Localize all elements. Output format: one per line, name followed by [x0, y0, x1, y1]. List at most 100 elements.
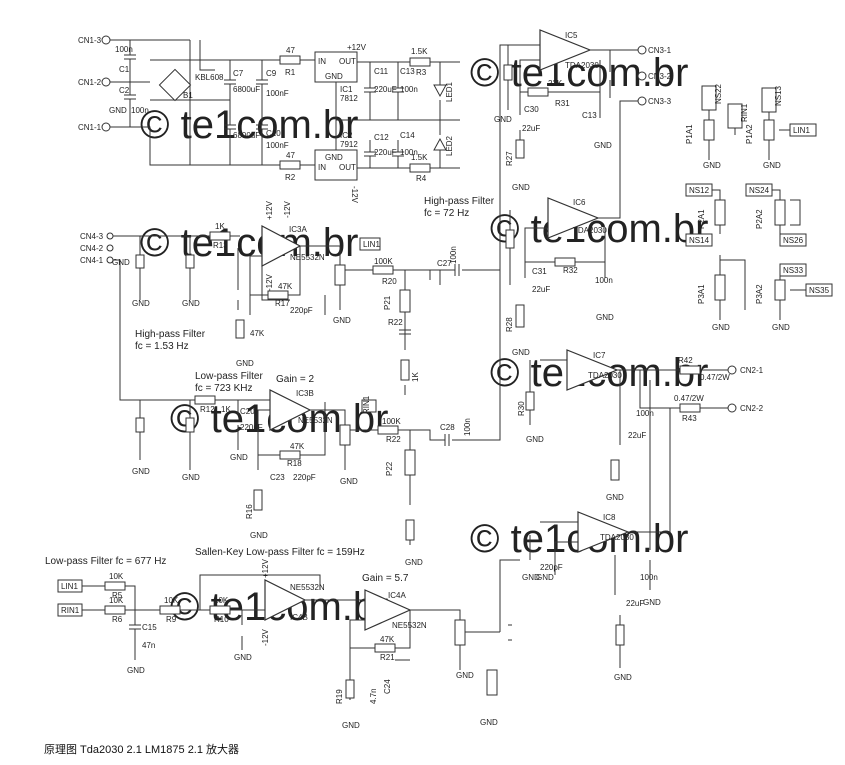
svg-text:GND: GND [250, 531, 268, 540]
svg-text:GND: GND [325, 153, 343, 162]
svg-text:6800uF: 6800uF [233, 85, 260, 94]
svg-text:-12V: -12V [261, 628, 270, 646]
svg-text:1.5K: 1.5K [411, 47, 428, 56]
svg-text:R27: R27 [505, 151, 514, 166]
resistor-r17 [267, 290, 289, 300]
output-connector[interactable] [637, 96, 647, 106]
svg-text:R9: R9 [166, 615, 177, 624]
svg-text:R32: R32 [563, 266, 578, 275]
resistor-r31 [527, 87, 549, 97]
svg-text:+12V: +12V [261, 558, 270, 578]
connector-label: CN1-3 [78, 36, 102, 45]
svg-text:C28: C28 [440, 423, 455, 432]
svg-text:C12: C12 [374, 133, 389, 142]
svg-text:100nF: 100nF [266, 141, 289, 150]
svg-text:-12V: -12V [283, 200, 292, 218]
resistor-r5 [104, 581, 126, 591]
svg-text:1K: 1K [215, 222, 225, 231]
svg-text:R42: R42 [678, 356, 693, 365]
svg-text:47: 47 [286, 46, 295, 55]
svg-text:C2: C2 [119, 86, 130, 95]
svg-text:TDA2030: TDA2030 [573, 226, 607, 235]
svg-text:GND: GND [230, 453, 248, 462]
note-gain-57: Gain = 5.7 [362, 573, 409, 584]
netlabel-lin1 [359, 237, 381, 251]
resistor-r30 [525, 391, 535, 411]
connector-label: CN1-2 [78, 78, 102, 87]
svg-text:P3A1: P3A1 [697, 284, 706, 304]
svg-text:100n: 100n [131, 106, 149, 115]
svg-text:OUT: OUT [339, 163, 356, 172]
potentiometer [339, 424, 351, 446]
resistor-r28 [515, 304, 525, 328]
resistor-r18 [279, 450, 301, 460]
potentiometer-p3a2 [774, 279, 786, 301]
svg-text:C1: C1 [119, 65, 130, 74]
netlabel-rin1 [361, 399, 377, 413]
resistor-r1 [279, 55, 301, 65]
resistor [135, 417, 145, 433]
svg-text:-12V: -12V [265, 273, 274, 291]
opamp-ic3a [261, 225, 302, 267]
svg-text:-12V: -12V [350, 186, 359, 204]
svg-text:GND: GND [712, 323, 730, 332]
note-lowpass: Low-pass Filter [195, 371, 263, 382]
svg-text:R13: R13 [213, 241, 228, 250]
svg-text:R1: R1 [285, 68, 296, 77]
svg-text:CN2-2: CN2-2 [740, 404, 764, 413]
resistor [615, 624, 625, 646]
svg-text:100K: 100K [374, 257, 393, 266]
potentiometer-p3a1 [714, 274, 726, 301]
connector-pin [101, 122, 111, 132]
svg-text:GND: GND [132, 467, 150, 476]
potentiometer-p32 [454, 619, 466, 646]
resistor-r32 [554, 257, 576, 267]
output-connector[interactable] [637, 71, 647, 81]
svg-text:220uF: 220uF [374, 85, 397, 94]
svg-text:GND: GND [127, 666, 145, 675]
svg-text:R21: R21 [380, 653, 395, 662]
svg-text:IC6: IC6 [573, 198, 586, 207]
opamp-ic4b [264, 579, 307, 621]
watermark: © te1com.br [140, 103, 358, 147]
volume-pot-section: NS22 RIN1 NS13 LIN1 P1A1 P1A2 GND GND NS… [685, 83, 833, 332]
resistor [505, 229, 515, 249]
svg-text:R19: R19 [335, 689, 344, 704]
output-connector[interactable] [727, 365, 737, 375]
opamp-ic4a [364, 589, 412, 631]
svg-text:10K: 10K [109, 596, 124, 605]
output-connector[interactable] [637, 45, 647, 55]
connector-pin [106, 244, 114, 252]
svg-text:GND: GND [606, 493, 624, 502]
svg-text:C23: C23 [270, 473, 285, 482]
svg-text:NE5532N: NE5532N [392, 621, 427, 630]
svg-text:7812: 7812 [340, 94, 358, 103]
svg-text:GND: GND [522, 573, 540, 582]
output-connector[interactable] [727, 403, 737, 413]
resistor-r2 [279, 160, 301, 170]
svg-text:C15: C15 [142, 623, 157, 632]
svg-text:220pF: 220pF [240, 423, 263, 432]
svg-text:NS33: NS33 [783, 266, 804, 275]
resistor-r19 [345, 679, 355, 699]
svg-text:LIN1: LIN1 [61, 582, 78, 591]
svg-text:100n: 100n [400, 148, 418, 157]
resistor-r42 [679, 365, 701, 375]
resistor-r10 [209, 605, 231, 615]
svg-text:CN3-3: CN3-3 [648, 97, 672, 106]
svg-text:GND: GND [405, 558, 423, 567]
svg-text:C11: C11 [374, 67, 389, 76]
svg-text:GND: GND [342, 721, 360, 730]
svg-text:7912: 7912 [340, 140, 358, 149]
svg-text:GND: GND [109, 106, 127, 115]
resistor-r9 [159, 605, 181, 615]
svg-text:R22: R22 [386, 435, 401, 444]
svg-text:GND: GND [182, 473, 200, 482]
bridge-rectifier [158, 68, 192, 102]
svg-text:IC3A: IC3A [289, 225, 307, 234]
connector-pin [101, 77, 111, 87]
power-amp-ic7 [566, 349, 619, 391]
svg-text:+12V: +12V [347, 43, 367, 52]
svg-text:GND: GND [763, 161, 781, 170]
svg-text:R6: R6 [112, 615, 123, 624]
